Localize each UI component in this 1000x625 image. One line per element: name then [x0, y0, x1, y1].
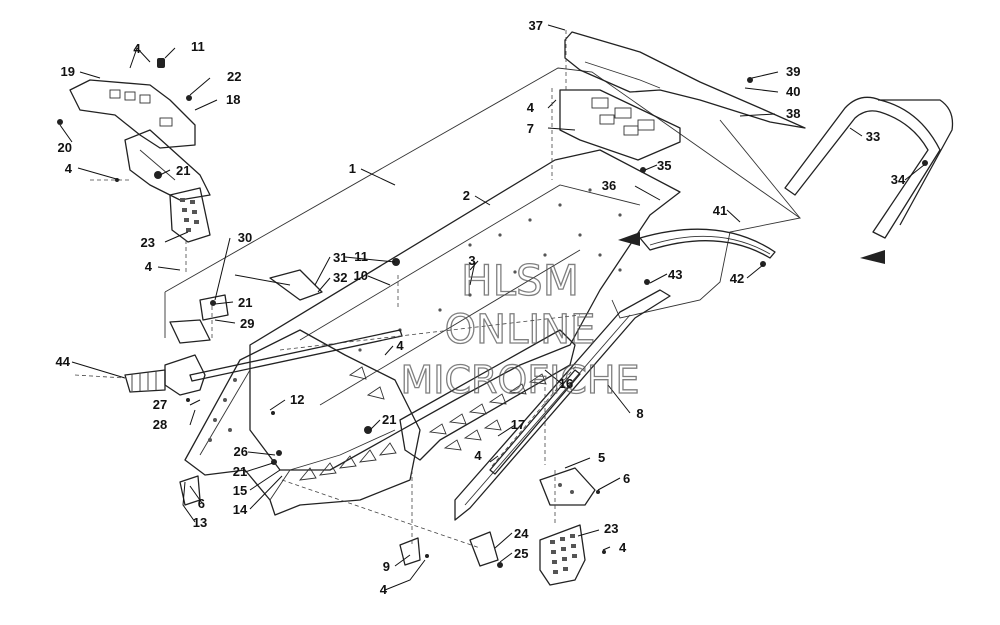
callout-3: 3	[468, 253, 475, 268]
snow-flap	[564, 31, 806, 129]
callout-35: 35	[657, 158, 671, 173]
small-brackets	[179, 475, 499, 567]
callout-19: 19	[61, 64, 75, 79]
callout-5: 5	[598, 450, 605, 465]
callout-4-d: 4	[396, 338, 404, 353]
callout-2: 2	[463, 188, 470, 203]
callout-33: 33	[866, 129, 880, 144]
watermark-line-3: MICROFICHE	[400, 358, 639, 402]
left-footrest-plate	[169, 187, 211, 243]
callout-22: 22	[227, 69, 241, 84]
rear-grab-bar	[784, 96, 954, 239]
callout-11-b: 11	[191, 39, 205, 54]
callout-10: 10	[354, 268, 368, 283]
rail	[454, 289, 671, 521]
callout-4-g: 4	[619, 540, 627, 555]
callout-23-a: 23	[141, 235, 155, 250]
callout-8: 8	[636, 406, 643, 421]
callout-30: 30	[238, 230, 252, 245]
callout-4-e: 4	[474, 448, 482, 463]
callout-4-a: 4	[133, 41, 141, 56]
callout-40: 40	[786, 84, 800, 99]
callout-42: 42	[730, 271, 744, 286]
alignment-lines	[74, 30, 567, 549]
callout-32: 32	[333, 270, 347, 285]
steering-parts	[124, 269, 323, 396]
callout-39: 39	[786, 64, 800, 79]
callout-23-b: 23	[604, 521, 618, 536]
callout-43: 43	[668, 267, 682, 282]
callout-18: 18	[226, 92, 240, 107]
tunnel-strip	[489, 365, 581, 475]
watermark-line-1: HLSM	[461, 256, 579, 305]
callout-4-c: 4	[145, 259, 153, 274]
callout-4-h: 4	[527, 100, 535, 115]
callout-44: 44	[56, 354, 71, 369]
callout-labels: 1 2 3 4 4 4 4 4 4 4 4 5 6 6 7 8 9 10 11 …	[56, 18, 906, 597]
hardware-fasteners	[57, 58, 928, 568]
right-footrest-plate	[539, 524, 586, 586]
callout-21-d: 21	[233, 464, 247, 479]
watermark-line-2: ONLINE	[445, 307, 596, 353]
callout-1: 1	[349, 161, 356, 176]
callout-7: 7	[527, 121, 534, 136]
upper-plate	[559, 89, 681, 161]
callout-16: 16	[559, 376, 573, 391]
callout-17: 17	[511, 417, 525, 432]
callout-9: 9	[383, 559, 390, 574]
direction-arrows	[618, 232, 885, 264]
callout-6-b: 6	[198, 496, 205, 511]
callout-21-b: 21	[238, 295, 252, 310]
front-frame-side	[184, 329, 421, 516]
cross-shaft	[189, 314, 581, 382]
callout-15: 15	[233, 483, 247, 498]
callout-41: 41	[713, 203, 727, 218]
rear-fender	[639, 228, 776, 259]
callout-29: 29	[240, 316, 254, 331]
callout-4-f: 4	[380, 582, 388, 597]
callout-21-a: 21	[176, 163, 190, 178]
callout-21-c: 21	[382, 412, 396, 427]
callout-12: 12	[290, 392, 304, 407]
callout-38: 38	[786, 106, 800, 121]
callout-24: 24	[514, 526, 529, 541]
callout-13: 13	[193, 515, 207, 530]
front-frame-center	[399, 329, 576, 461]
callout-14: 14	[233, 502, 248, 517]
callout-36: 36	[602, 178, 616, 193]
bracket-5	[539, 467, 596, 506]
callout-31: 31	[333, 250, 347, 265]
callout-25: 25	[514, 546, 528, 561]
watermark: HLSM ONLINE MICROFICHE	[400, 255, 640, 402]
callout-20: 20	[58, 140, 72, 155]
callout-4-b: 4	[65, 161, 73, 176]
leader-lines	[59, 24, 925, 591]
upper-left-bracket	[69, 79, 211, 201]
callout-28: 28	[153, 417, 167, 432]
callout-26: 26	[234, 444, 248, 459]
callout-34: 34	[891, 172, 906, 187]
callout-11-a: 11	[354, 249, 368, 264]
callout-6-a: 6	[623, 471, 630, 486]
callout-37: 37	[529, 18, 543, 33]
callout-27: 27	[153, 397, 167, 412]
